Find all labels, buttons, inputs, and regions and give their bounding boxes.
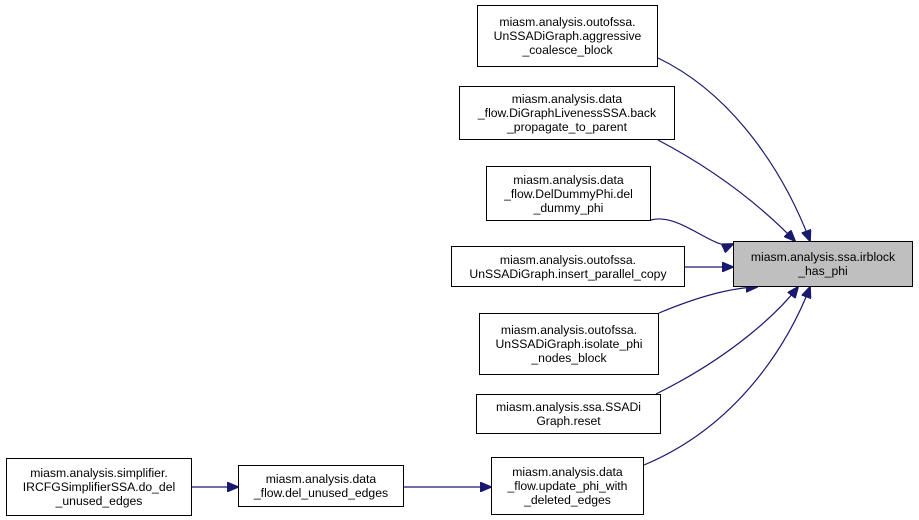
node-label-line: miasm.analysis.ssa.SSADi (496, 400, 641, 414)
node-label-line: miasm.analysis.ssa.irblock (750, 250, 896, 264)
edge-n1-to-target (657, 57, 810, 241)
node-label-line: _flow.DelDummyPhi.del (504, 186, 633, 201)
node-label-line: _nodes_block (531, 351, 607, 365)
node-label-line: _flow.update_phi_with (507, 479, 628, 493)
node-label-line: miasm.analysis.simplifier. (30, 466, 168, 480)
node-label-line: miasm.analysis.data (265, 472, 377, 486)
node-label-line: IRCFGSimplifierSSA.do_del (22, 480, 176, 494)
node-label-line: UnSSADiGraph.aggressive (493, 29, 642, 43)
node-label-line: _dummy_phi (533, 200, 604, 215)
caller-node-n9[interactable]: miasm.analysis.simplifier.IRCFGSimplifie… (6, 458, 192, 516)
node-label-line: miasm.analysis.data (512, 465, 623, 479)
node-label-line: _has_phi (798, 264, 848, 278)
node-label-line: miasm.analysis.data (511, 92, 623, 106)
edge-n3-to-target (650, 218, 733, 245)
node-label-line: Graph.reset (536, 414, 601, 428)
edge-n2-to-target (657, 139, 795, 241)
node-label-line: _propagate_to_parent (507, 120, 627, 134)
edge-n7-to-target (643, 287, 810, 466)
node-label-line: _coalesce_block (522, 43, 613, 57)
node-label-line: _unused_edges (55, 494, 143, 508)
target-node: miasm.analysis.ssa.irblock_has_phi (733, 241, 913, 287)
caller-node-n3[interactable]: miasm.analysis.data_flow.DelDummyPhi.del… (486, 166, 651, 221)
caller-node-n2[interactable]: miasm.analysis.data_flow.DiGraphLiveness… (459, 86, 675, 140)
caller-node-n7[interactable]: miasm.analysis.data_flow.update_phi_with… (491, 457, 644, 515)
node-label-line: UnSSADiGraph.insert_parallel_copy (469, 266, 667, 281)
node-label-line: miasm.analysis.outofssa. (499, 252, 637, 267)
node-label-line: miasm.analysis.outofssa. (499, 15, 636, 29)
caller-node-n5[interactable]: miasm.analysis.outofssa.UnSSADiGraph.iso… (479, 313, 659, 375)
edges-layer (192, 57, 810, 487)
caller-node-n8[interactable]: miasm.analysis.data_flow.del_unused_edge… (238, 465, 404, 507)
node-label-line: _flow.del_unused_edges (253, 486, 389, 500)
edge-n6-to-target (655, 287, 798, 395)
node-label-line: miasm.analysis.data (513, 172, 624, 187)
node-label-line: miasm.analysis.outofssa. (500, 323, 638, 337)
caller-node-n4[interactable]: miasm.analysis.outofssa.UnSSADiGraph.ins… (451, 246, 685, 287)
edge-n5-to-target (658, 287, 757, 314)
node-label-line: UnSSADiGraph.isolate_phi (495, 337, 643, 351)
node-label-line: _flow.DiGraphLivenessSSA.back (477, 106, 657, 120)
caller-node-n1[interactable]: miasm.analysis.outofssa.UnSSADiGraph.agg… (477, 5, 658, 67)
node-label-line: _deleted_edges (524, 493, 611, 507)
